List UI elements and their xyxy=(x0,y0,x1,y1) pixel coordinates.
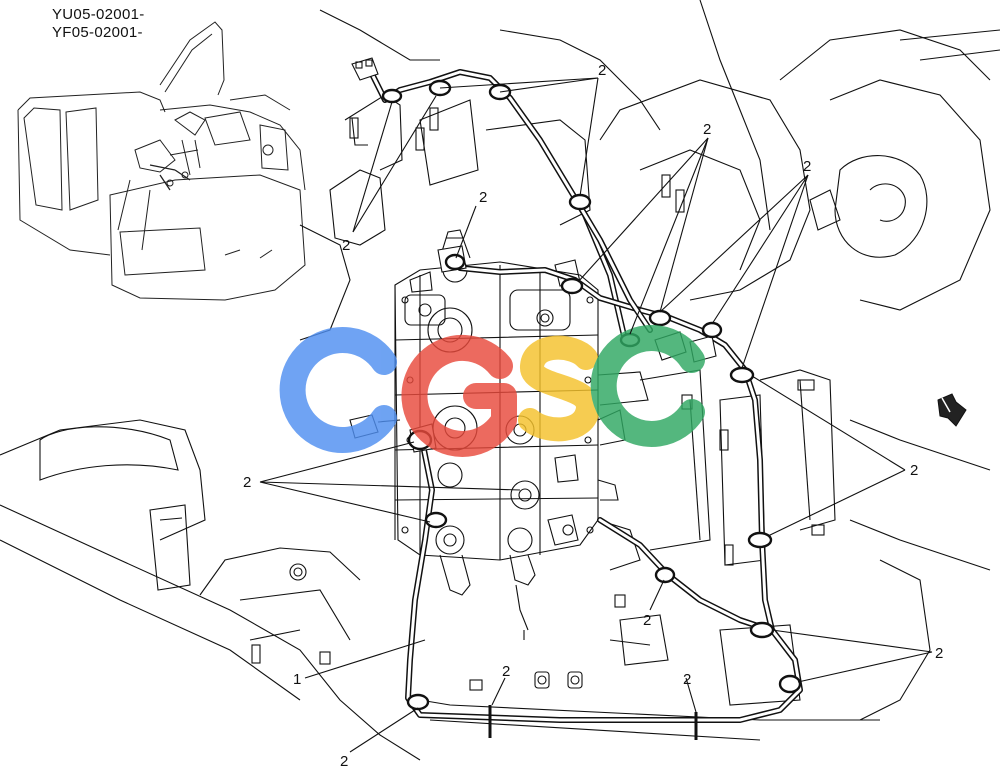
serial-number-1: YU05-02001- xyxy=(52,6,145,23)
callout-clamp: 2 xyxy=(342,237,350,254)
machine-overview-inset xyxy=(17,21,306,301)
cgsc-watermark xyxy=(279,325,705,457)
callout-clamp: 2 xyxy=(703,121,711,138)
callout-clamp: 2 xyxy=(502,663,510,680)
callout-clamp: 2 xyxy=(643,612,651,629)
callout-hose: 1 xyxy=(293,671,301,688)
serial-number-2: YF05-02001- xyxy=(52,24,143,41)
callout-clamp: 2 xyxy=(243,474,251,491)
callout-clamp: 2 xyxy=(935,645,943,662)
callout-clamp: 2 xyxy=(598,62,606,79)
callout-clamp: 2 xyxy=(683,671,691,688)
hose-clamps xyxy=(381,79,802,740)
callout-clamp: 2 xyxy=(479,189,487,206)
leader-lines xyxy=(259,77,933,753)
direction-arrow-icon xyxy=(937,393,967,427)
callout-clamp: 2 xyxy=(803,158,811,175)
callout-clamp: 2 xyxy=(340,753,348,770)
callout-clamp: 2 xyxy=(910,462,918,479)
callout-labels: 2 2 2 2 2 2 2 2 2 2 2 2 1 xyxy=(243,62,943,770)
